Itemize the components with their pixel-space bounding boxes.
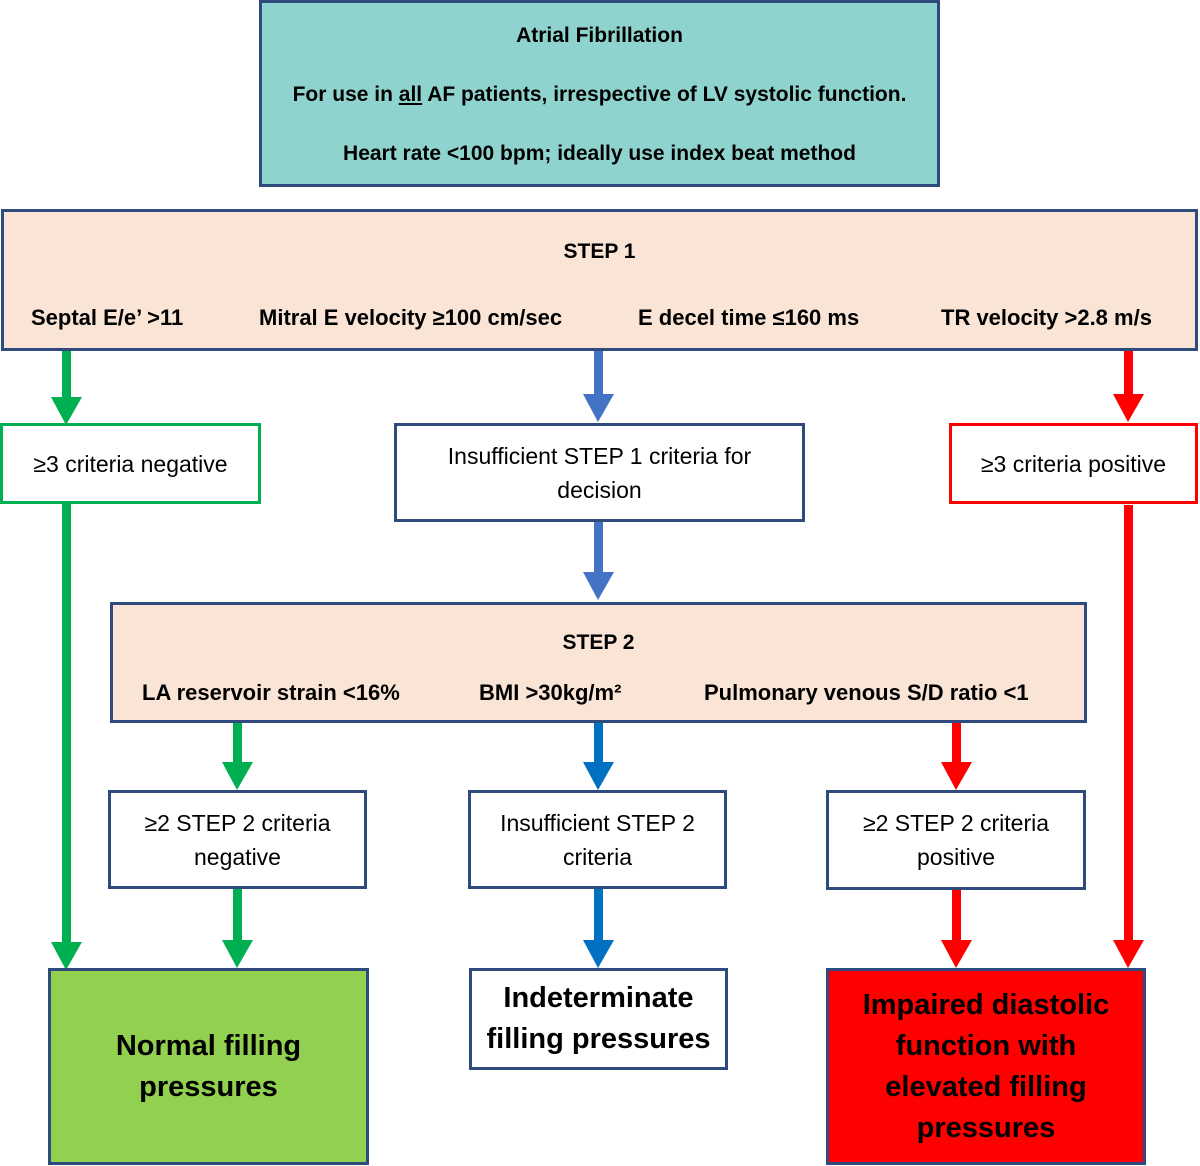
impaired-box: Impaired diastolic function with elevate… <box>826 968 1146 1165</box>
header-usage-line: For use in all AF patients, irrespective… <box>293 83 907 107</box>
step2-title: STEP 2 <box>562 631 635 654</box>
step1-positive-box: ≥3 criteria positive <box>949 423 1198 504</box>
arrow-insufficient-to-indeterminate <box>583 887 614 968</box>
step2-positive-line2: positive <box>917 844 995 870</box>
step2-negative-line2: negative <box>194 843 281 870</box>
header-box: Atrial Fibrillation For use in all AF pa… <box>259 0 940 187</box>
arrow-step1-to-positive <box>1113 349 1144 422</box>
step2-insufficient-line1: Insufficient STEP 2 <box>500 809 695 836</box>
arrow-negative-to-normal <box>51 503 82 970</box>
normal-line2: pressures <box>139 1070 278 1103</box>
step1-insufficient-line2: decision <box>557 476 642 503</box>
step1-title: STEP 1 <box>563 240 636 263</box>
indeterminate-line1: Indeterminate <box>503 982 694 1014</box>
step1-criterion-septal: Septal E/e’ >11 <box>31 305 184 330</box>
impaired-line4: pressures <box>916 1111 1056 1144</box>
arrow-step2-to-positive <box>941 721 972 790</box>
arrow-step2-negative-to-normal <box>222 887 253 968</box>
step1-criterion-mitral: Mitral E velocity ≥100 cm/sec <box>259 305 563 330</box>
arrow-insufficient-to-step2 <box>583 520 614 600</box>
arrow-step2-to-negative <box>222 721 253 790</box>
step1-box: STEP 1 <box>1 209 1198 351</box>
arrow-step1-to-insufficient <box>583 349 614 422</box>
impaired-line2: function with <box>895 1029 1077 1062</box>
step1-insufficient-box: Insufficient STEP 1 criteria for decisio… <box>394 423 805 522</box>
step2-negative-box: ≥2 STEP 2 criteria negative <box>108 790 367 889</box>
arrow-positive-to-impaired <box>1113 505 1144 968</box>
impaired-line3: elevated filling <box>885 1070 1087 1103</box>
indeterminate-box: Indeterminate filling pressures <box>469 968 728 1070</box>
arrow-step1-to-negative <box>51 349 82 425</box>
step2-positive-line1: ≥2 STEP 2 criteria <box>862 810 1050 836</box>
normal-line1: Normal filling <box>115 1029 302 1062</box>
step2-criterion-pulmonary-venous: Pulmonary venous S/D ratio <1 <box>704 680 1029 705</box>
indeterminate-line2: filling pressures <box>486 1023 711 1055</box>
step2-negative-line1: ≥2 STEP 2 criteria <box>144 809 331 836</box>
step2-box: STEP 2 <box>110 602 1087 723</box>
header-heart-rate-line: Heart rate <100 bpm; ideally use index b… <box>343 141 856 165</box>
impaired-line1: Impaired diastolic <box>862 988 1110 1021</box>
step2-insufficient-line2: criteria <box>562 843 632 870</box>
usage-emphasis: all <box>398 82 423 106</box>
step1-negative-box: ≥3 criteria negative <box>0 423 261 504</box>
step1-insufficient-line1: Insufficient STEP 1 criteria for <box>447 442 752 469</box>
step2-criterion-la-strain: LA reservoir strain <16% <box>142 680 400 705</box>
header-title: Atrial Fibrillation <box>516 23 683 47</box>
step1-negative-label: ≥3 criteria negative <box>33 450 228 477</box>
step1-criterion-decel: E decel time ≤160 ms <box>638 305 860 330</box>
step1-positive-label: ≥3 criteria positive <box>980 450 1167 477</box>
step2-positive-box: ≥2 STEP 2 criteria positive <box>826 790 1086 890</box>
step2-criterion-bmi: BMI >30kg/m² <box>479 680 622 705</box>
arrow-step2-to-insufficient <box>583 721 614 790</box>
usage-suffix: AF patients, irrespective of LV systolic… <box>422 82 907 106</box>
usage-prefix: For use in <box>292 82 399 106</box>
step2-insufficient-box: Insufficient STEP 2 criteria <box>468 790 727 889</box>
arrow-step2-positive-to-impaired <box>941 887 972 968</box>
normal-filling-box: Normal filling pressures <box>48 968 369 1165</box>
step1-criterion-tr: TR velocity >2.8 m/s <box>941 305 1152 330</box>
